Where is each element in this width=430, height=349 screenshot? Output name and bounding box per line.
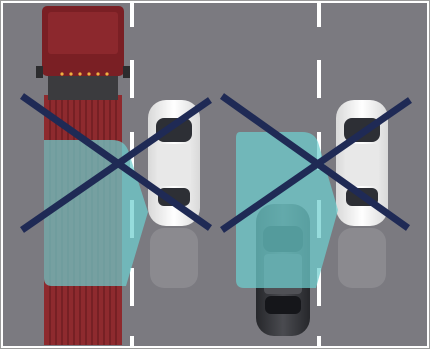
car-rear-window	[265, 296, 301, 314]
car-reflection	[338, 228, 386, 288]
truck-left-mirror	[36, 66, 43, 78]
car-roof	[157, 144, 191, 186]
truck-right-mirror	[123, 66, 130, 78]
truck-chassis	[48, 72, 118, 100]
car-roof	[345, 144, 379, 186]
car-reflection	[150, 228, 198, 288]
truck-cab-roof	[48, 12, 118, 54]
